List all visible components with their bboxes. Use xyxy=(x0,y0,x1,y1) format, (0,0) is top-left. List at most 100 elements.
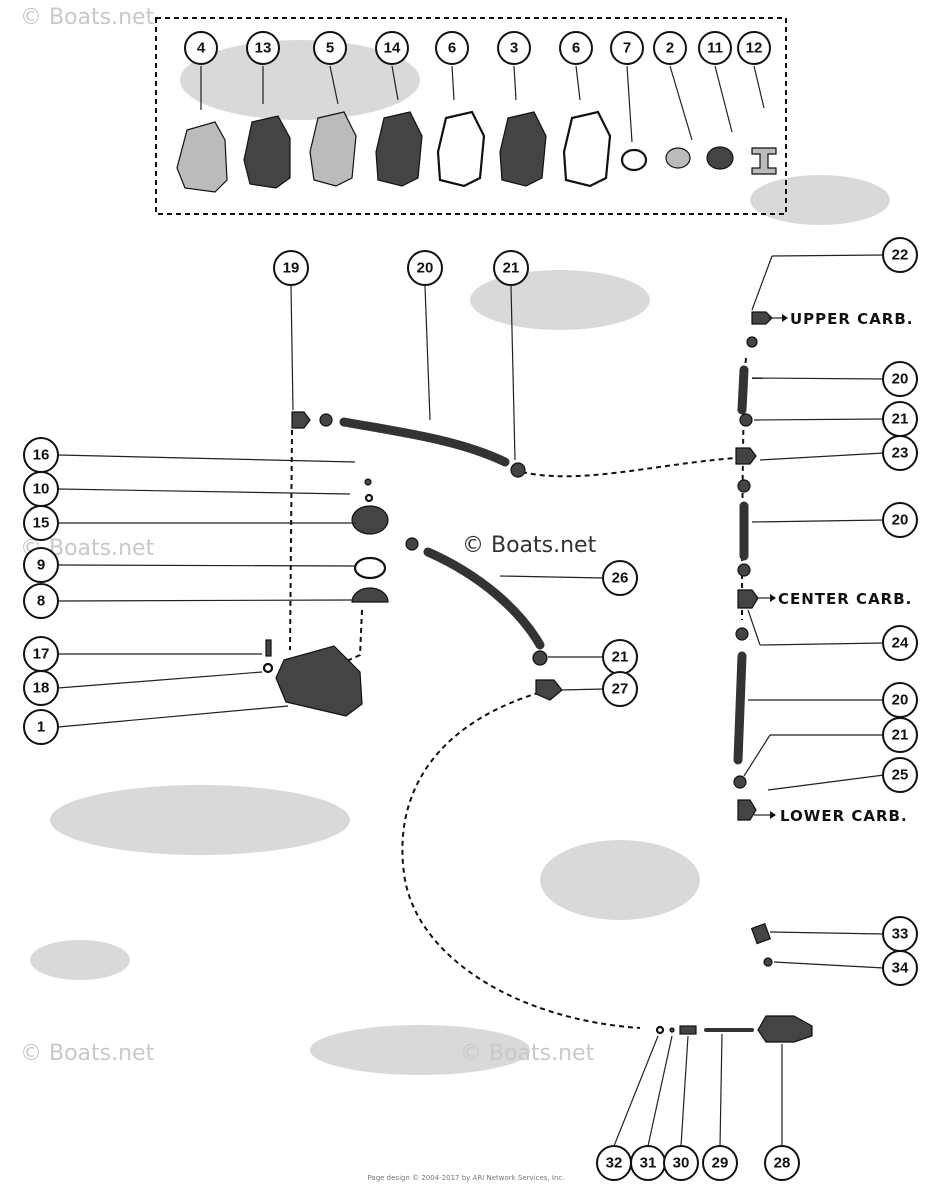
svg-text:4: 4 xyxy=(197,40,206,57)
callout-11: 11 xyxy=(698,31,732,65)
clamp-part-21a xyxy=(319,413,333,427)
upper-carb-label: UPPER CARB. xyxy=(790,310,914,328)
hose-26 xyxy=(423,547,545,650)
callout-14: 14 xyxy=(375,31,409,65)
svg-text:3: 3 xyxy=(510,40,518,57)
center-carb-label: CENTER CARB. xyxy=(778,590,912,608)
callout-1: 1 xyxy=(23,709,59,745)
svg-text:2: 2 xyxy=(666,40,674,57)
svg-text:20: 20 xyxy=(892,512,909,529)
callout-21-lower: 21 xyxy=(882,717,918,753)
retainer-part-12 xyxy=(751,147,777,175)
clamp-right-1 xyxy=(746,336,758,348)
gasket-part-5 xyxy=(309,111,357,187)
callout-24: 24 xyxy=(882,625,918,661)
valve-part-11 xyxy=(706,146,734,170)
cover-plate-part xyxy=(176,121,228,193)
svg-text:1: 1 xyxy=(37,719,45,736)
hose-20-upper-right xyxy=(737,365,749,415)
callout-31: 31 xyxy=(630,1145,666,1181)
footer-copyright: Page design © 2004-2017 by ARI Network S… xyxy=(368,1174,565,1182)
tee-part-24 xyxy=(737,589,759,609)
cap-part-15 xyxy=(351,505,389,535)
callout-9: 9 xyxy=(23,547,59,583)
callout-12: 12 xyxy=(737,31,771,65)
callout-29: 29 xyxy=(702,1145,738,1181)
screw-part-17 xyxy=(265,639,272,657)
repair-kit-box xyxy=(155,17,787,215)
svg-text:31: 31 xyxy=(640,1155,657,1172)
fitting-part-19 xyxy=(291,411,311,429)
svg-text:14: 14 xyxy=(384,40,401,57)
screw-part-16 xyxy=(364,478,372,486)
callout-32: 32 xyxy=(596,1145,632,1181)
svg-text:7: 7 xyxy=(623,40,631,57)
kit-leaders xyxy=(200,65,765,143)
svg-text:21: 21 xyxy=(612,649,629,666)
callout-17: 17 xyxy=(23,636,59,672)
svg-text:16: 16 xyxy=(33,447,50,464)
svg-text:22: 22 xyxy=(892,247,909,264)
fitting-part-25 xyxy=(737,799,757,821)
callout-21-top: 21 xyxy=(493,250,529,286)
washer-part-32 xyxy=(655,1025,665,1035)
screw-part-33 xyxy=(750,922,772,945)
callout-13: 13 xyxy=(246,31,280,65)
hose-20-top xyxy=(339,417,510,467)
callout-19: 19 xyxy=(273,250,309,286)
fitting-part-28 xyxy=(757,1015,813,1043)
callout-23: 23 xyxy=(882,435,918,471)
ball-part-31 xyxy=(669,1027,675,1033)
gasket-part-6a xyxy=(436,110,486,188)
svg-text:19: 19 xyxy=(283,260,300,277)
diaphragm-part-13 xyxy=(243,115,291,189)
svg-text:5: 5 xyxy=(326,40,334,57)
svg-text:15: 15 xyxy=(33,515,50,532)
diaphragm-part-8 xyxy=(351,587,389,603)
callout-20-top: 20 xyxy=(407,250,443,286)
pump-body-part-3 xyxy=(499,111,547,187)
svg-text:25: 25 xyxy=(892,767,909,784)
callout-25: 25 xyxy=(882,757,918,793)
svg-text:20: 20 xyxy=(892,371,909,388)
callout-2: 2 xyxy=(653,31,687,65)
svg-text:10: 10 xyxy=(33,481,50,498)
o-ring-part-9 xyxy=(353,556,387,580)
callout-8: 8 xyxy=(23,583,59,619)
svg-text:12: 12 xyxy=(746,40,763,57)
svg-text:20: 20 xyxy=(417,260,434,277)
fitting-part-22 xyxy=(751,311,773,325)
svg-text:17: 17 xyxy=(33,646,50,663)
callout-15: 15 xyxy=(23,505,59,541)
kit-parts xyxy=(176,110,777,193)
callout-20-mid: 20 xyxy=(882,502,918,538)
assembly-parts xyxy=(262,311,813,1043)
callout-30: 30 xyxy=(663,1145,699,1181)
svg-text:28: 28 xyxy=(774,1155,791,1172)
callout-3: 3 xyxy=(497,31,531,65)
watermark-center: © Boats.net xyxy=(462,533,597,558)
callout-34: 34 xyxy=(882,950,918,986)
clamp-right-6 xyxy=(733,775,747,789)
callout-16: 16 xyxy=(23,437,59,473)
svg-text:33: 33 xyxy=(892,926,909,943)
clamp-part-21c xyxy=(405,537,419,551)
callout-21-upper: 21 xyxy=(882,401,918,437)
callout-28: 28 xyxy=(764,1145,800,1181)
watermark-top-left: © Boats.net xyxy=(20,5,155,30)
svg-text:26: 26 xyxy=(612,570,629,587)
clamp-right-5 xyxy=(735,627,749,641)
svg-text:24: 24 xyxy=(892,635,909,652)
svg-text:18: 18 xyxy=(33,680,50,697)
callout-18: 18 xyxy=(23,670,59,706)
background-speckles xyxy=(30,40,890,1075)
svg-text:34: 34 xyxy=(892,960,909,977)
watermark-bottom-center: © Boats.net xyxy=(460,1041,595,1066)
callout-6a: 6 xyxy=(435,31,469,65)
svg-text:21: 21 xyxy=(892,411,909,428)
lower-carb-label: LOWER CARB. xyxy=(780,807,908,825)
carb-labels: UPPER CARB. CENTER CARB. LOWER CARB. xyxy=(754,310,914,825)
washer-part-10 xyxy=(364,493,374,503)
callout-33: 33 xyxy=(882,916,918,952)
